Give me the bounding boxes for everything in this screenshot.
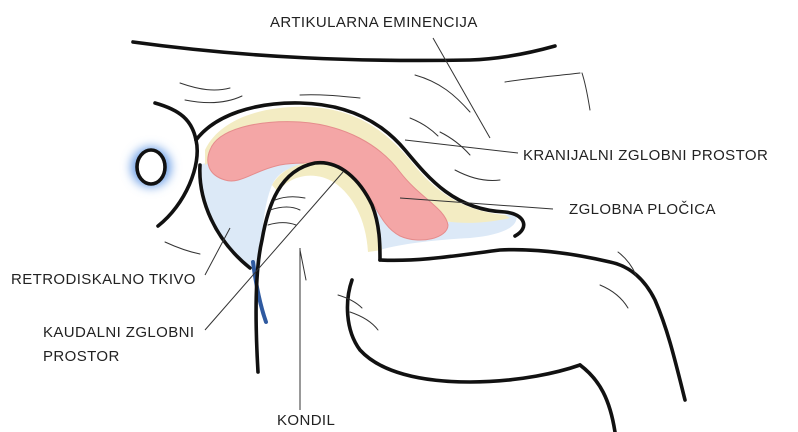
lower-jaw-outline — [347, 280, 580, 382]
leader-cranial-joint-space — [405, 140, 518, 153]
label-caudal-joint-space-line1: KAUDALNI ZGLOBNI — [43, 322, 194, 344]
label-condyle: KONDIL — [277, 410, 335, 432]
label-articular-disc: ZGLOBNA PLOČICA — [569, 199, 716, 221]
leader-retrodiscal-tissue — [205, 228, 230, 275]
label-caudal-joint-space-line2: PROSTOR — [43, 346, 120, 368]
label-articular-eminence: ARTIKULARNA EMINENCIJA — [270, 12, 478, 34]
lower-jaw-right-outline — [580, 365, 615, 432]
label-retrodiscal-tissue: RETRODISKALNO TKIVO — [11, 269, 196, 291]
canal-opening — [137, 150, 165, 184]
skull-top-outline — [133, 42, 555, 60]
leader-articular-eminence — [433, 38, 490, 138]
label-cranial-joint-space: KRANIJALNI ZGLOBNI PROSTOR — [523, 145, 768, 167]
